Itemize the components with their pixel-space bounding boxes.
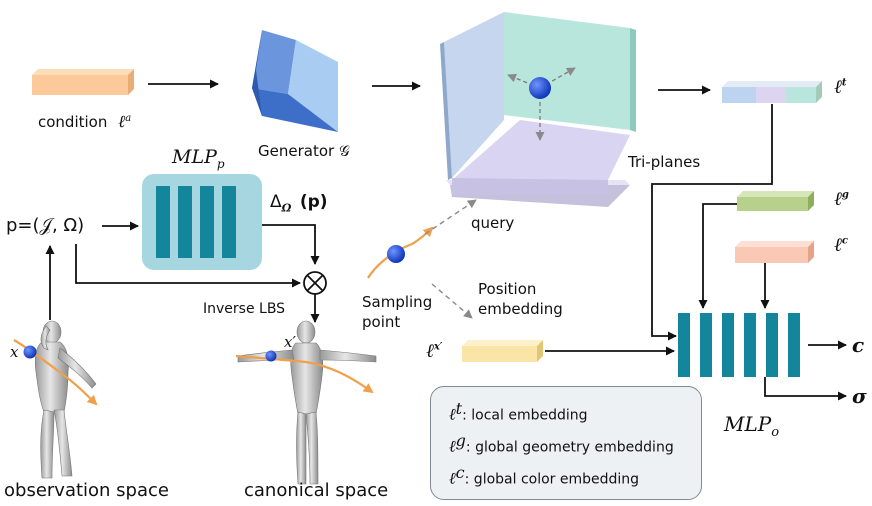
condition-bar (32, 69, 134, 95)
mlp-o-label: MLPo (724, 412, 780, 440)
tri-planes-label: Tri-planes (628, 153, 701, 171)
query-label: query (471, 214, 515, 232)
arrow-out-sigma (764, 377, 847, 401)
query-point-dot (529, 77, 551, 99)
position-embedding-label: Position embedding (478, 280, 563, 318)
arrow-mlpp-combine (262, 224, 320, 265)
lc-label: ℓc (834, 234, 849, 256)
observation-space-label: observation space (4, 480, 169, 501)
arrow-lg-mlpo (698, 203, 737, 309)
arrow-p-combine (75, 244, 301, 288)
lg-label: ℓg (834, 188, 849, 210)
generator-label: Generator 𝒢 (258, 142, 350, 160)
legend-item-geometry: ℓg: global geometry embedding (449, 431, 674, 456)
legend-item-color: ℓc: global color embedding (449, 463, 640, 488)
arrow-query (424, 199, 477, 235)
lx-label: ℓx′ (426, 340, 443, 362)
condition-label: condition ℓa (38, 112, 132, 132)
canonical-human-figure (237, 320, 377, 485)
inverse-lbs-label: Inverse LBS (203, 301, 286, 317)
arrow-lt-mlpo (651, 104, 773, 341)
mlp-p-block (142, 174, 262, 270)
sampling-point-label: Sampling point (362, 293, 433, 331)
arrow-position-embedding (431, 283, 473, 319)
observation-point-dot (23, 345, 37, 359)
mlp-p-label: MLPp (172, 146, 225, 171)
x-canonical-label: x′ (284, 333, 296, 351)
sampling-point-dot (387, 245, 405, 263)
legend-item-local: ℓt: local embedding (449, 399, 588, 424)
lt-label: ℓt (834, 76, 847, 98)
delta-label: ΔΩ (p) (270, 192, 328, 215)
legend-box: ℓt: local embedding ℓg: global geometry … (430, 386, 702, 500)
lx-bar (462, 340, 543, 362)
tri-planes (440, 12, 636, 207)
combine-operator (303, 271, 327, 295)
output-c-label: c (852, 333, 865, 357)
canonical-ray (235, 354, 374, 394)
output-sigma-label: σ (852, 384, 867, 408)
p-equation: p=(𝒥, Ω) (6, 215, 85, 236)
observation-human-figure (34, 320, 97, 479)
lc-bar (735, 241, 814, 263)
mlp-o-block (678, 313, 800, 377)
generator-shape (252, 30, 338, 132)
canonical-point-dot (265, 350, 277, 362)
x-observation-label: x (10, 343, 19, 361)
lg-bar (737, 191, 814, 211)
canonical-space-label: canonical space (244, 480, 389, 501)
lt-bar (722, 81, 822, 103)
